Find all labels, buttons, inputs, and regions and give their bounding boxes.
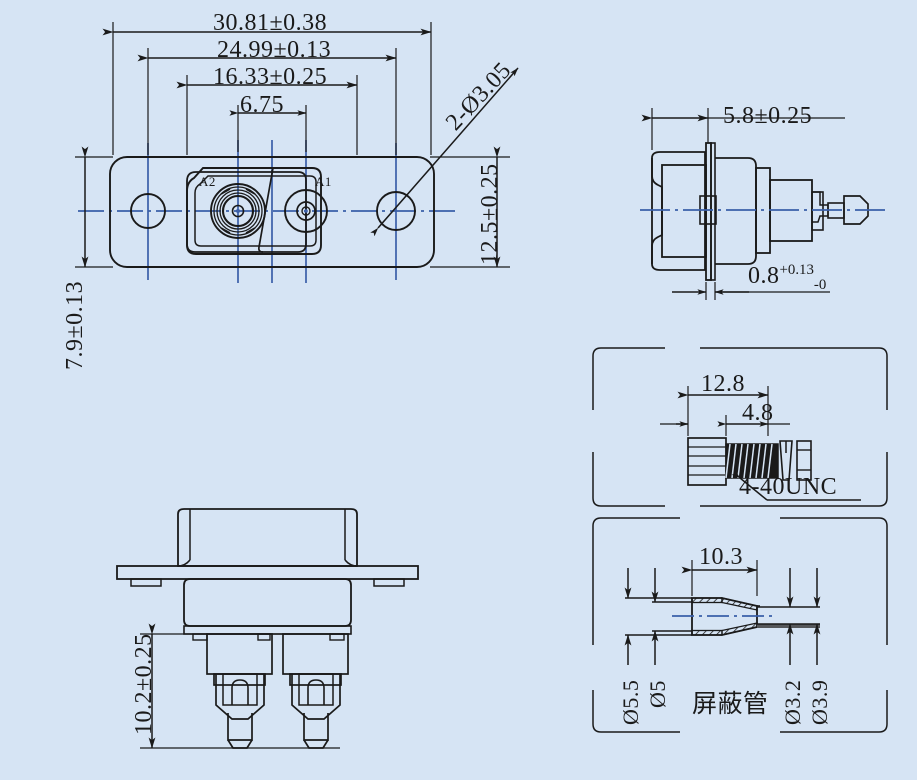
side-view	[640, 108, 885, 300]
screw-nut-part	[796, 440, 812, 481]
side-dim-body-depth: 5.8±0.25	[723, 103, 813, 129]
front-dim-overall-width: 30.81±0.38	[213, 10, 328, 36]
tube-part-label: 屏蔽管	[692, 689, 769, 718]
tube-detail	[624, 560, 821, 665]
screw-detail-frame	[592, 347, 888, 507]
tube-dim-inner-dia-large: Ø3.9	[807, 679, 832, 725]
front-dim-flange-height: 12.5±0.25	[477, 163, 503, 265]
tube-detail-frame	[592, 517, 888, 733]
screw-detail	[660, 386, 861, 501]
flange-thk-value: 0.8	[748, 263, 780, 289]
flange-thk-upper: +0.13	[779, 262, 814, 278]
front-view	[75, 22, 519, 283]
front-dim-hole-span: 24.99±0.13	[217, 37, 332, 63]
tube-dim-outer-dia-body: Ø5	[645, 680, 670, 708]
contact-label-a1: A1	[315, 174, 332, 189]
bottom-view	[116, 508, 419, 749]
contact-a1	[284, 189, 328, 233]
screw-dim-total-length: 12.8	[701, 371, 745, 397]
tube-dim-length: 10.3	[699, 544, 743, 570]
tube-diameter-dims	[624, 568, 821, 665]
front-dim-inner-span: 16.33±0.25	[213, 64, 328, 90]
front-dim-contact-pitch: 6.75	[240, 92, 284, 118]
d-shell-divider	[257, 167, 274, 253]
screw-dim-thread-length: 4.8	[742, 400, 774, 426]
front-dimension-lines	[81, 28, 501, 268]
thread-callout-leader	[731, 470, 768, 501]
d-shell-inner	[194, 175, 317, 247]
d-shell-outline	[186, 167, 322, 255]
d-shell-outer	[186, 171, 307, 253]
contact-a2	[210, 183, 266, 239]
bottom-dim-pin-length: 10.2±0.25	[131, 633, 157, 735]
contact-label-a2: A2	[199, 174, 216, 189]
flange-thk-lower: -0	[813, 276, 827, 293]
mounting-hole-leader	[370, 67, 519, 237]
tube-dim-outer-dia-large: Ø5.5	[618, 679, 643, 725]
front-dim-overall-height: 7.9±0.13	[62, 280, 88, 370]
side-dim-flange-thickness: 0.8+0.13-0	[748, 262, 826, 294]
side-pin-tip	[843, 195, 869, 225]
mounting-hole-left	[130, 193, 166, 229]
screw-thread-callout: 4-40UNC	[739, 474, 838, 500]
screw-washer-part	[779, 440, 793, 481]
tube-dim-inner-dia-small: Ø3.2	[780, 679, 805, 725]
